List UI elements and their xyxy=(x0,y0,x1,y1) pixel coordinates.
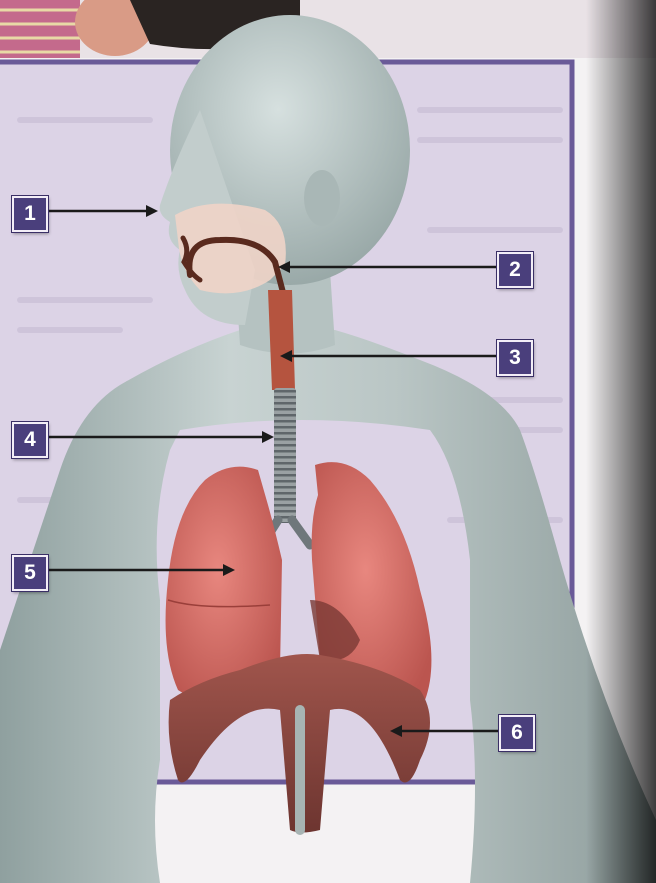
trachea xyxy=(274,388,296,523)
label-badge-4: 4 xyxy=(12,422,48,458)
page-edge-shadow xyxy=(586,0,656,883)
ear xyxy=(304,170,340,226)
label-badge-2: 2 xyxy=(497,252,533,288)
label-badge-5: 5 xyxy=(12,555,48,591)
label-badge-3: 3 xyxy=(497,340,533,376)
larynx xyxy=(268,290,295,390)
label-badge-1: 1 xyxy=(12,196,48,232)
label-badge-6: 6 xyxy=(499,715,535,751)
